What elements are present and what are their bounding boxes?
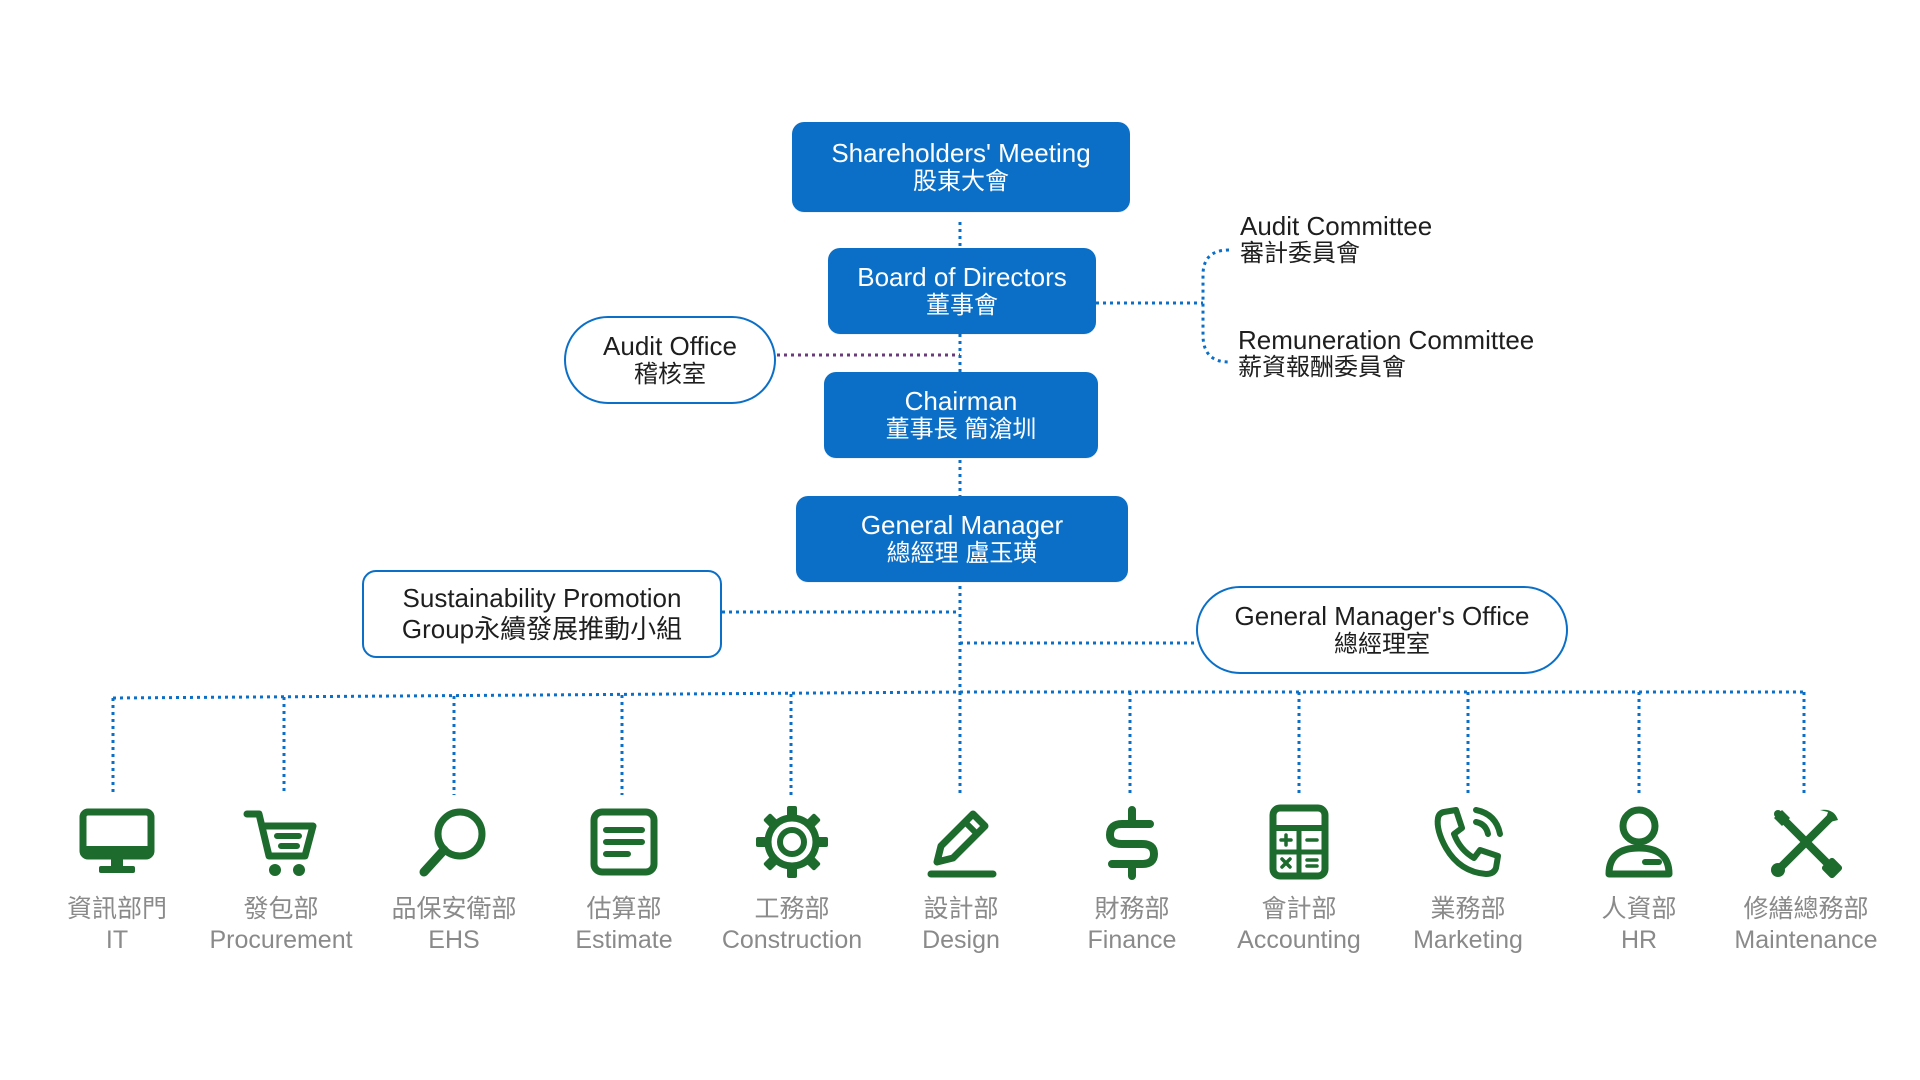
board-of-directors-box: Board of Directors 董事會 — [828, 248, 1096, 334]
department-ehs-zh: 品保安衛部 — [391, 895, 517, 923]
shopping-cart-icon — [243, 810, 317, 876]
department-construction-en: Construction — [721, 925, 863, 954]
board-en: Board of Directors — [857, 261, 1067, 292]
document-lines-icon — [590, 808, 658, 876]
department-maintenance-en: Maintenance — [1734, 925, 1878, 954]
chairman-box: Chairman 董事長 簡滄圳 — [824, 372, 1098, 458]
shareholders-zh: 股東大會 — [913, 168, 1009, 196]
audit-office-en: Audit Office — [603, 330, 737, 361]
tools-icon — [1771, 809, 1843, 879]
department-design: 設計部 Design — [876, 804, 1046, 955]
chairman-zh: 董事長 簡滄圳 — [885, 416, 1037, 444]
audit-committee: Audit Committee 審計委員會 — [1240, 211, 1433, 268]
general-manager-box: General Manager 總經理 盧玉璜 — [796, 496, 1128, 582]
remuneration-committee-en: Remuneration Committee — [1238, 325, 1535, 355]
department-marketing: 業務部 Marketing — [1383, 804, 1553, 955]
shareholders-en: Shareholders' Meeting — [831, 137, 1091, 168]
committee-bracket-connector — [1201, 248, 1230, 364]
magnifier-icon — [419, 808, 486, 877]
board-zh: 董事會 — [926, 292, 998, 320]
general-manager-en: General Manager — [860, 509, 1064, 540]
sustainability-line2: Group永續發展推動小組 — [401, 614, 683, 644]
department-ehs: 品保安衛部 EHS — [369, 804, 539, 955]
department-accounting: 會計部 Accounting — [1214, 804, 1384, 955]
department-construction-zh: 工務部 — [754, 895, 830, 923]
audit-office-box: Audit Office 稽核室 — [564, 316, 776, 404]
department-ehs-en: EHS — [428, 925, 480, 954]
department-marketing-zh: 業務部 — [1430, 895, 1506, 923]
department-finance: 財務部 Finance — [1047, 804, 1217, 955]
sustainability-line1: Sustainability Promotion — [402, 583, 682, 614]
remuneration-committee-zh: 薪資報酬委員會 — [1238, 354, 1406, 382]
sustainability-group-box: Sustainability Promotion Group永續發展推動小組 — [362, 570, 722, 658]
audit-committee-en: Audit Committee — [1240, 211, 1433, 241]
shareholders-meeting-box: Shareholders' Meeting 股東大會 — [792, 122, 1130, 212]
gm-office-box: General Manager's Office 總經理室 — [1196, 586, 1568, 674]
pencil-icon — [927, 810, 997, 878]
department-design-zh: 設計部 — [923, 895, 999, 923]
department-it-zh: 資訊部門 — [66, 895, 167, 923]
department-it-en: IT — [105, 925, 129, 954]
department-finance-en: Finance — [1087, 925, 1177, 954]
calculator-icon — [1269, 804, 1329, 880]
department-estimate: 估算部 Estimate — [539, 804, 709, 955]
department-marketing-en: Marketing — [1413, 925, 1523, 954]
department-design-en: Design — [922, 925, 1000, 954]
department-it: 資訊部門 IT — [32, 804, 202, 955]
general-manager-zh: 總經理 盧玉璜 — [886, 540, 1038, 568]
gm-office-zh: 總經理室 — [1334, 631, 1430, 659]
department-procurement: 發包部 Procurement — [196, 804, 366, 955]
department-estimate-zh: 估算部 — [586, 895, 662, 923]
department-estimate-en: Estimate — [575, 925, 673, 954]
department-hr: 人資部 HR — [1554, 804, 1724, 955]
audit-committee-zh: 審計委員會 — [1240, 240, 1360, 268]
department-maintenance: 修繕總務部 Maintenance — [1721, 804, 1891, 955]
department-finance-zh: 財務部 — [1094, 895, 1170, 923]
remuneration-committee: Remuneration Committee 薪資報酬委員會 — [1238, 325, 1535, 382]
audit-office-zh: 稽核室 — [634, 361, 706, 389]
department-maintenance-zh: 修繕總務部 — [1743, 895, 1869, 923]
dollar-icon — [1106, 806, 1158, 880]
gm-office-en: General Manager's Office — [1234, 600, 1530, 631]
department-hr-en: HR — [1620, 925, 1658, 954]
department-accounting-zh: 會計部 — [1261, 895, 1337, 923]
department-accounting-en: Accounting — [1237, 925, 1361, 954]
gear-icon — [756, 806, 828, 878]
person-icon — [1605, 806, 1673, 878]
phone-icon — [1434, 807, 1503, 877]
department-procurement-zh: 發包部 — [243, 895, 319, 923]
department-hr-zh: 人資部 — [1601, 895, 1677, 923]
department-construction: 工務部 Construction — [707, 804, 877, 955]
chairman-en: Chairman — [904, 385, 1018, 416]
monitor-icon — [79, 808, 155, 873]
department-procurement-en: Procurement — [209, 925, 353, 954]
